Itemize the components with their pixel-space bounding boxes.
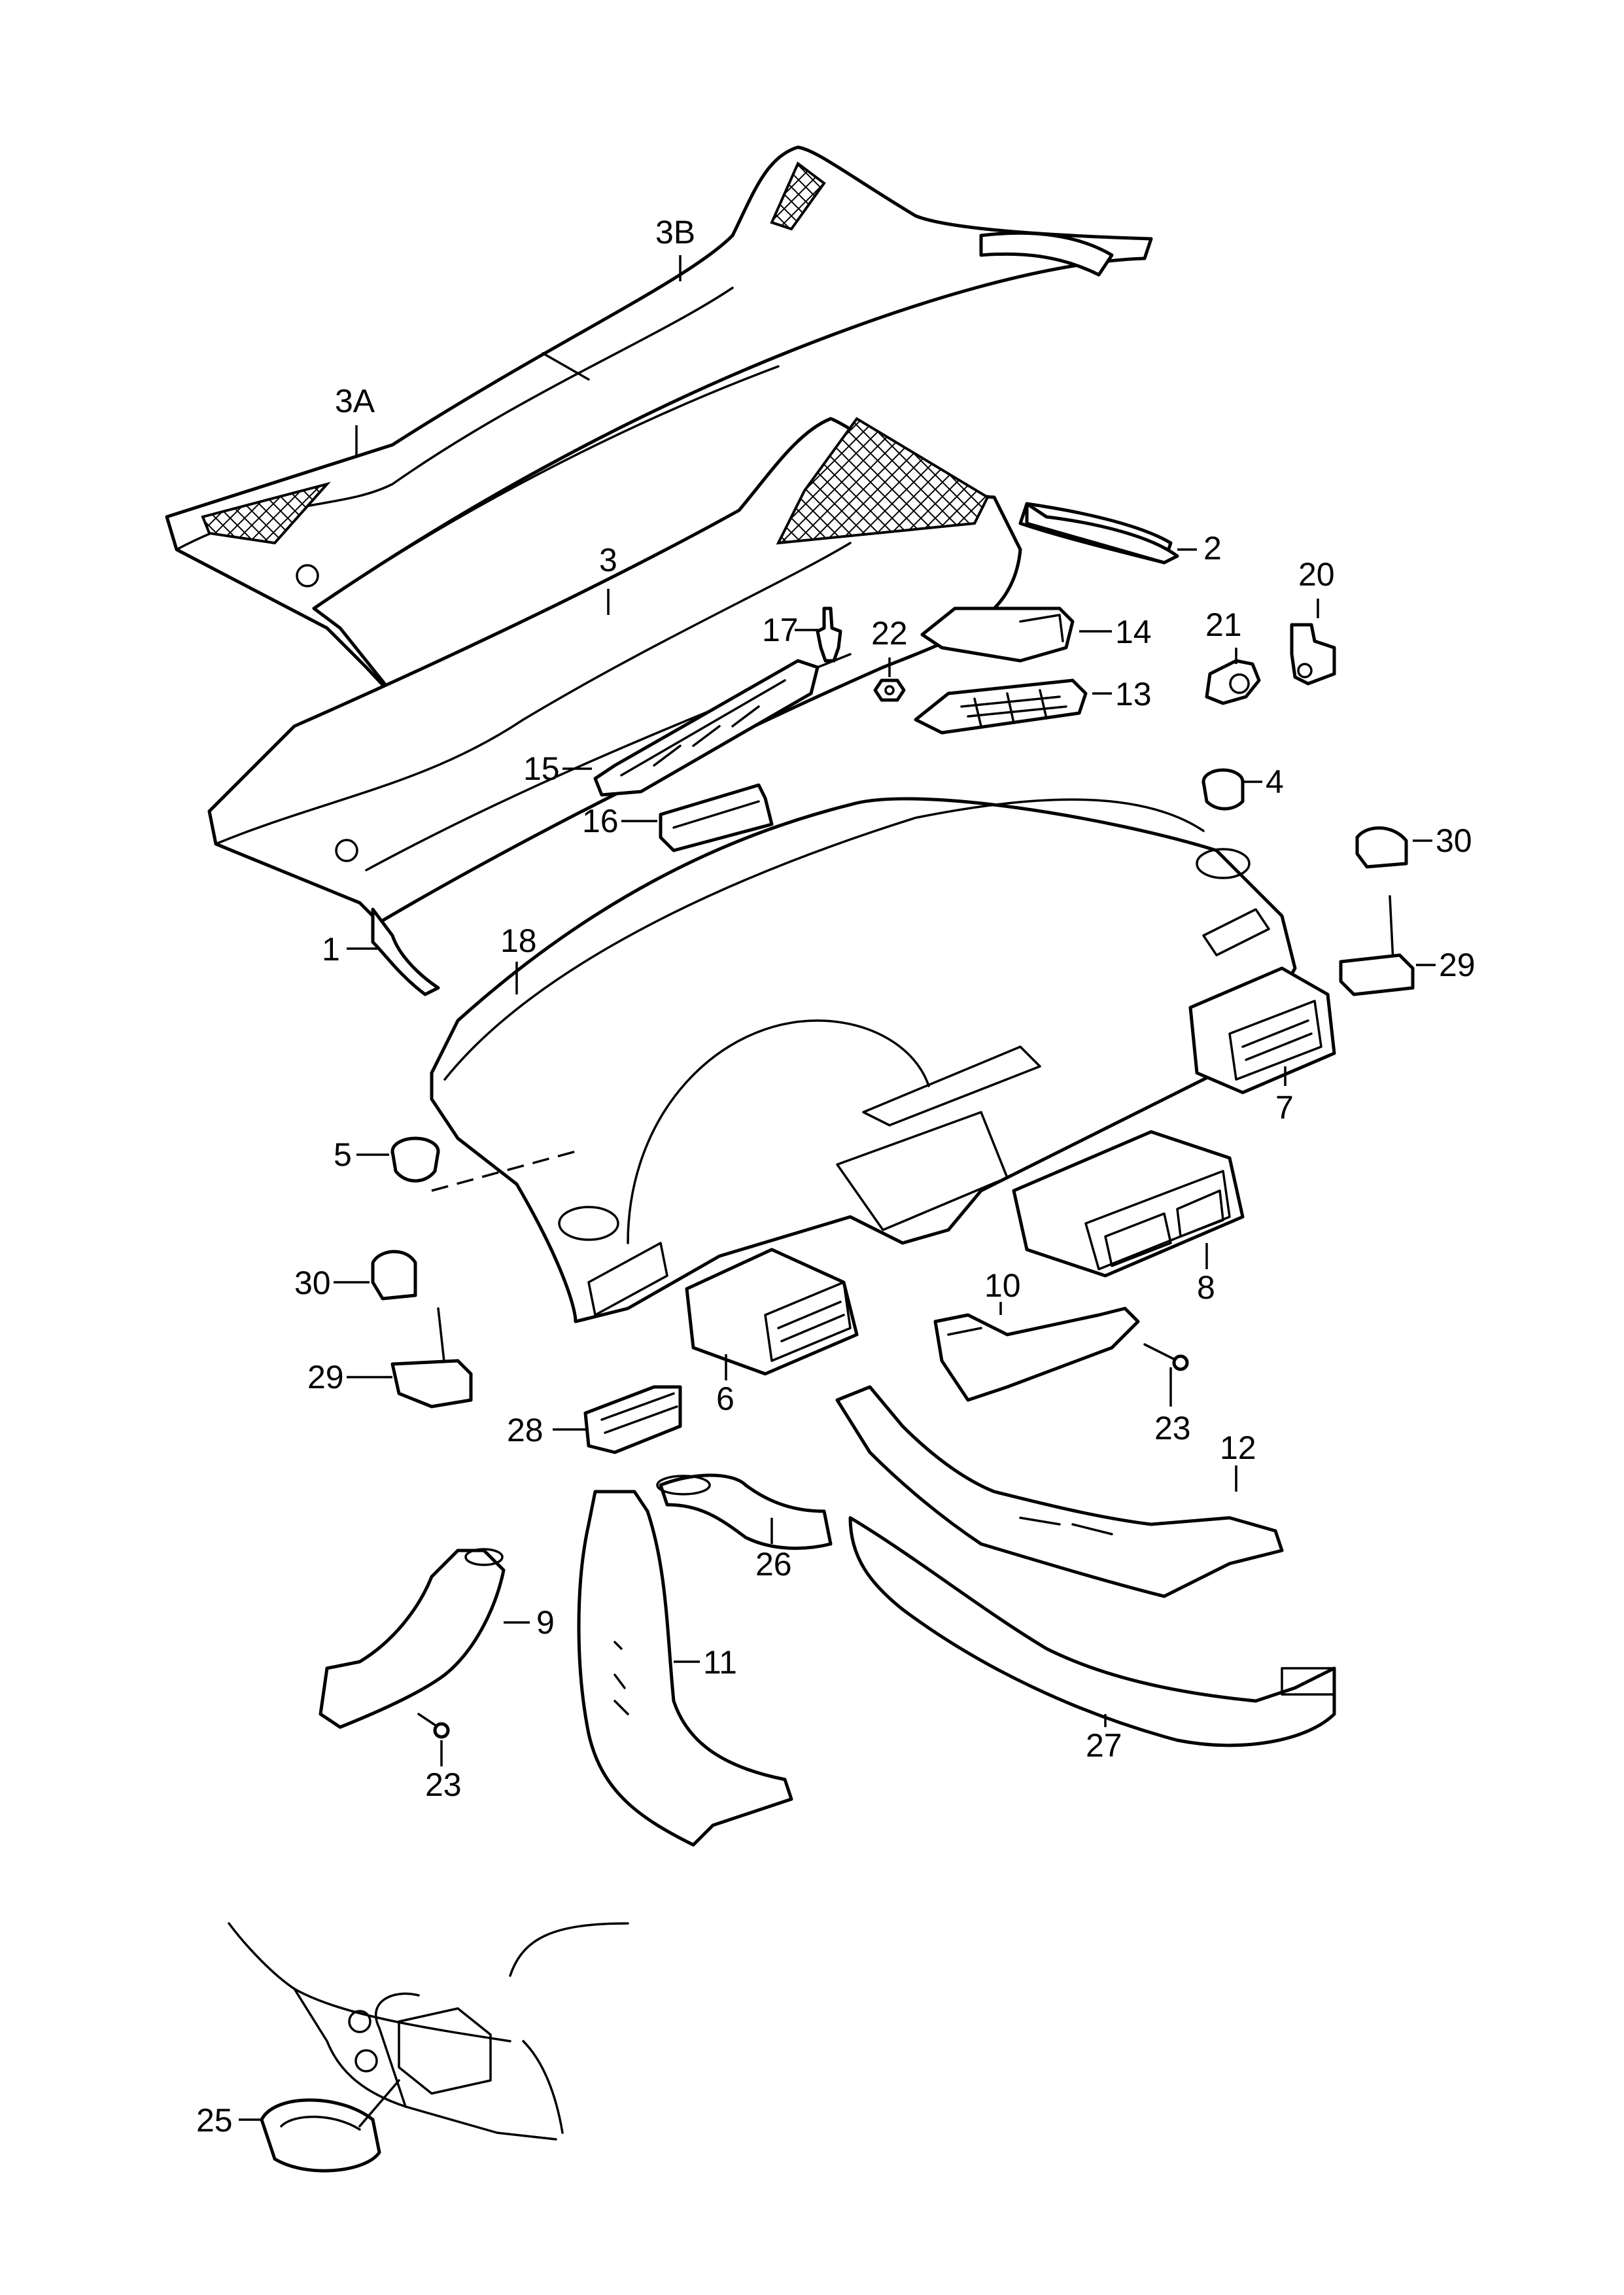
label-3B: 3B — [655, 214, 695, 251]
label-4: 4 — [1266, 763, 1284, 800]
part-10-duct-bracket — [933, 1306, 1140, 1402]
part-29-bracket-left — [390, 1307, 473, 1409]
part-labels: 3B 3A 3 2 20 17 22 14 21 13 15 4 16 30 1… — [196, 214, 1476, 2139]
label-14: 14 — [1115, 614, 1152, 650]
label-8: 8 — [1197, 1269, 1215, 1306]
part-13-vent-grille — [914, 678, 1088, 735]
label-3: 3 — [599, 542, 617, 578]
label-29-right: 29 — [1439, 947, 1476, 983]
part-14-bracket — [920, 606, 1075, 663]
label-2: 2 — [1203, 530, 1222, 567]
label-17: 17 — [762, 612, 799, 648]
label-23-lower: 23 — [425, 1766, 462, 1803]
label-16: 16 — [582, 803, 619, 839]
label-13: 13 — [1115, 676, 1152, 712]
part-28-vent-grille — [583, 1385, 682, 1454]
part-25-inset-vent — [228, 1922, 629, 2173]
label-23-upper: 23 — [1154, 1410, 1191, 1446]
part-7-air-vent-right — [1188, 966, 1336, 1095]
label-21: 21 — [1205, 606, 1242, 643]
part-26-air-duct — [656, 1473, 833, 1550]
plenum-cover-upper — [165, 145, 1153, 718]
part-9-air-duct — [319, 1548, 506, 1729]
label-22: 22 — [871, 615, 908, 652]
label-28: 28 — [507, 1412, 544, 1448]
label-29-left: 29 — [307, 1359, 344, 1395]
part-22-nut — [873, 678, 906, 702]
part-20-connector — [1290, 623, 1336, 686]
label-20: 20 — [1298, 556, 1335, 593]
label-27: 27 — [1086, 1727, 1122, 1764]
part-12-air-duct — [835, 1385, 1284, 1598]
part-8-air-vent-center — [1012, 1130, 1245, 1278]
label-5: 5 — [334, 1136, 352, 1173]
part-30-clip-left — [371, 1250, 417, 1301]
part-15-defroster-vent — [593, 659, 820, 797]
label-3A: 3A — [335, 383, 375, 419]
label-11: 11 — [703, 1644, 737, 1681]
part-2-trim-strip — [1025, 502, 1179, 565]
label-18: 18 — [500, 922, 537, 959]
part-16-side-defroster-vent — [659, 783, 774, 852]
part-5-speaker-grille-left — [390, 1136, 576, 1192]
part-27-air-duct — [848, 1516, 1336, 1747]
part-23-screw-a — [1143, 1343, 1189, 1371]
part-4-speaker-grille-right — [1201, 768, 1245, 811]
part-6-air-vent-left — [685, 1248, 859, 1376]
part-23-screw-b — [417, 1713, 450, 1739]
label-9: 9 — [536, 1604, 555, 1641]
label-10: 10 — [984, 1267, 1021, 1304]
label-25: 25 — [196, 2102, 233, 2139]
part-1-corner-trim — [371, 907, 440, 996]
part-29-bracket-right — [1339, 895, 1415, 996]
part-21-clip — [1205, 659, 1261, 705]
label-15: 15 — [523, 750, 560, 787]
label-12: 12 — [1220, 1429, 1256, 1466]
label-7: 7 — [1275, 1089, 1294, 1126]
label-30-right: 30 — [1436, 822, 1472, 859]
label-30-left: 30 — [294, 1265, 331, 1301]
leader-lines — [239, 255, 1436, 2121]
label-6: 6 — [716, 1380, 734, 1417]
label-26: 26 — [755, 1546, 792, 1583]
part-30-clip-right — [1355, 826, 1408, 869]
part-18-dashboard-carrier — [430, 797, 1297, 1323]
label-1: 1 — [322, 931, 340, 968]
part-11-air-duct — [577, 1490, 793, 1847]
